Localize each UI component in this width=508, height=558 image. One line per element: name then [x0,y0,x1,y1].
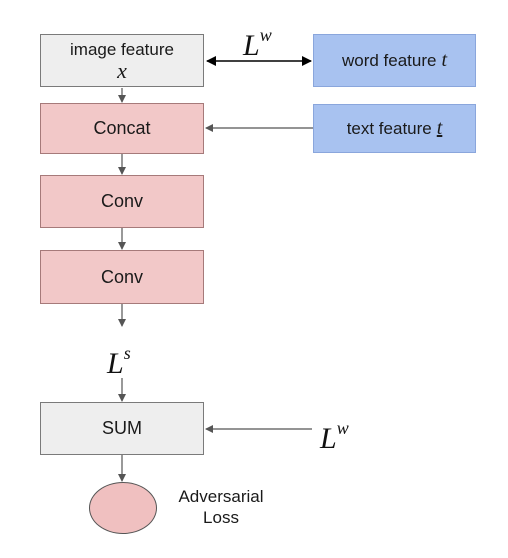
lw-right-label: Lw [320,412,349,455]
ls-sup: s [123,343,131,363]
adversarial-loss-label: Adversarial Loss [166,486,276,528]
image-feature-box: image feature x [40,34,204,87]
word-feature-box: word feature t [313,34,476,87]
lw-top-base: L [243,29,260,62]
concat-label: Concat [93,118,151,138]
ls-base: L [107,347,124,380]
lw-right-sup: w [336,418,349,438]
concat-box: Concat [40,103,204,154]
text-feature-box: text feature t [313,104,476,153]
word-feature-var: t [441,49,448,71]
image-feature-label: image feature [70,39,174,59]
adversarial-loss-line1: Adversarial [178,487,264,506]
lw-top-label: Lw [243,19,272,62]
conv-label-2: Conv [100,266,144,287]
sum-box: SUM [40,402,204,455]
image-feature-var: x [117,57,127,83]
conv-box-1: Conv [40,175,204,228]
adversarial-loss-line2: Loss [203,508,239,527]
lw-top-sup: w [259,25,272,45]
conv-box-2: Conv [40,250,204,304]
adversarial-loss-ellipse [89,482,157,534]
lw-right-base: L [320,422,337,455]
conv-label-1: Conv [100,191,144,211]
text-feature-var: t [436,117,443,139]
word-feature-label: word feature [341,50,437,70]
ls-label: Ls [107,337,131,380]
text-feature-label: text feature [346,118,432,138]
sum-label: SUM [102,418,142,438]
